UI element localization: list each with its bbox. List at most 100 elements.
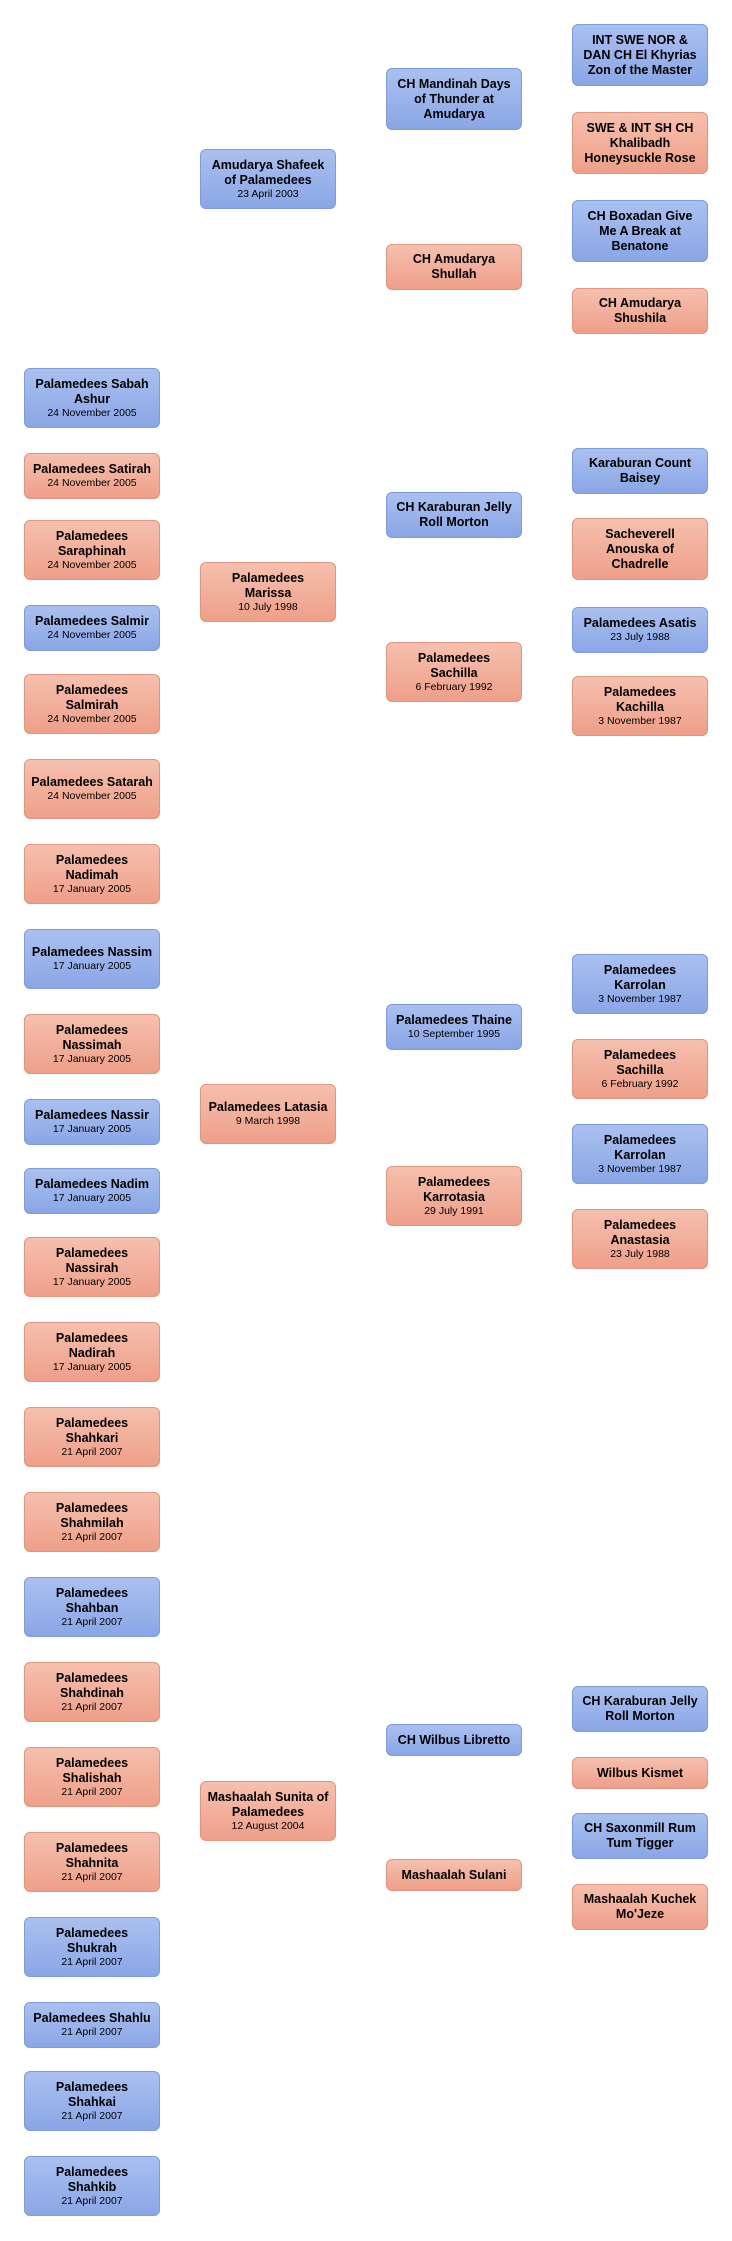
- dog-name: Palamedees Karrolan: [603, 1132, 677, 1162]
- dog-name: Palamedees Nassimah: [55, 1022, 129, 1052]
- birth-date: 6 February 1992: [601, 1077, 679, 1090]
- dog-name: Palamedees Salmir: [35, 614, 149, 628]
- dog-name: CH Amudarya Shullah: [412, 252, 496, 281]
- dog-name: Palamedees Asatis: [583, 616, 697, 630]
- birth-date: 17 January 2005: [52, 1192, 132, 1204]
- dog-name: Palamedees Nadirah: [55, 1330, 129, 1360]
- dog-name: Palamedees Marissa: [231, 570, 305, 600]
- pedigree-node-r2[interactable]: SWE & INT SH CH Khalibadh Honeysuckle Ro…: [572, 112, 708, 174]
- birth-date: 17 January 2005: [52, 1123, 132, 1135]
- dog-name: INT SWE NOR & DAN CH El Khyrias Zon of t…: [583, 32, 697, 77]
- pedigree-node-g2[interactable]: CH Amudarya Shullah: [386, 244, 522, 290]
- birth-date: 21 April 2007: [61, 1955, 123, 1968]
- dog-name: Palamedees Shalishah: [55, 1755, 129, 1785]
- dog-name: Palamedees Satirah: [32, 462, 152, 476]
- birth-date: 24 November 2005: [47, 558, 137, 571]
- birth-date: 21 April 2007: [61, 1530, 123, 1543]
- birth-date: 21 April 2007: [61, 1445, 123, 1458]
- pedigree-node-r13[interactable]: CH Karaburan Jelly Roll Morton: [572, 1686, 708, 1732]
- pedigree-node-g8[interactable]: Mashaalah Sulani: [386, 1859, 522, 1891]
- birth-date: 24 November 2005: [47, 712, 137, 725]
- pedigree-node-r16[interactable]: Mashaalah Kuchek Mo'Jeze: [572, 1884, 708, 1930]
- dog-name: Palamedees Shahlu: [33, 2011, 151, 2025]
- pedigree-node-r6[interactable]: Sacheverell Anouska of Chadrelle: [572, 518, 708, 580]
- birth-date: 21 April 2007: [61, 1870, 123, 1883]
- dog-name: Palamedees Shahkari: [55, 1415, 129, 1445]
- pedigree-node-g7[interactable]: CH Wilbus Libretto: [386, 1724, 522, 1756]
- birth-date: 10 July 1998: [238, 600, 298, 613]
- dog-name: Palamedees Shahkib: [55, 2164, 129, 2194]
- dog-name: CH Mandinah Days of Thunder at Amudarya: [397, 76, 511, 121]
- pedigree-node-r15[interactable]: CH Saxonmill Rum Tum Tigger: [572, 1813, 708, 1859]
- pedigree-node-g1[interactable]: CH Mandinah Days of Thunder at Amudarya: [386, 68, 522, 130]
- dog-name: Palamedees Shahkai: [55, 2079, 129, 2109]
- dog-name: Palamedees Shahdinah: [55, 1670, 129, 1700]
- dog-name: Palamedees Kachilla: [603, 684, 677, 714]
- dog-name: Amudarya Shafeek of Palamedees: [211, 157, 325, 187]
- dog-name: Mashaalah Sunita of Palamedees: [207, 1789, 329, 1819]
- pedigree-node-r3[interactable]: CH Boxadan Give Me A Break at Benatone: [572, 200, 708, 262]
- dog-name: Palamedees Shukrah: [55, 1925, 129, 1955]
- dog-name: Sacheverell Anouska of Chadrelle: [605, 526, 675, 571]
- pedigree-node-r5[interactable]: Karaburan Count Baisey: [572, 448, 708, 494]
- pedigree-node-r1[interactable]: INT SWE NOR & DAN CH El Khyrias Zon of t…: [572, 24, 708, 86]
- dog-name: CH Boxadan Give Me A Break at Benatone: [587, 208, 693, 253]
- birth-date: 3 November 1987: [598, 714, 682, 727]
- dog-name: CH Karaburan Jelly Roll Morton: [582, 1694, 698, 1723]
- pedigree-node-r4[interactable]: CH Amudarya Shushila: [572, 288, 708, 334]
- birth-date: 3 November 1987: [598, 1162, 682, 1175]
- birth-date: 21 April 2007: [61, 1700, 123, 1713]
- dog-name: Palamedees Nassir: [35, 1108, 149, 1122]
- birth-date: 17 January 2005: [52, 882, 132, 895]
- birth-date: 24 November 2005: [47, 406, 137, 419]
- birth-date: 21 April 2007: [61, 1785, 123, 1798]
- pedigree-node-r14[interactable]: Wilbus Kismet: [572, 1757, 708, 1789]
- birth-date: 24 November 2005: [47, 629, 137, 641]
- dog-name: Palamedees Saraphinah: [55, 528, 129, 558]
- dog-name: Mashaalah Sulani: [401, 1867, 507, 1882]
- dog-name: Palamedees Sabah Ashur: [35, 376, 149, 406]
- birth-date: 17 January 2005: [52, 1360, 132, 1373]
- birth-date: 17 January 2005: [52, 1275, 132, 1288]
- birth-date: 21 April 2007: [61, 2026, 123, 2038]
- pedigree-node-g3[interactable]: CH Karaburan Jelly Roll Morton: [386, 492, 522, 538]
- birth-date: 3 November 1987: [598, 992, 682, 1005]
- birth-date: 17 January 2005: [52, 960, 132, 972]
